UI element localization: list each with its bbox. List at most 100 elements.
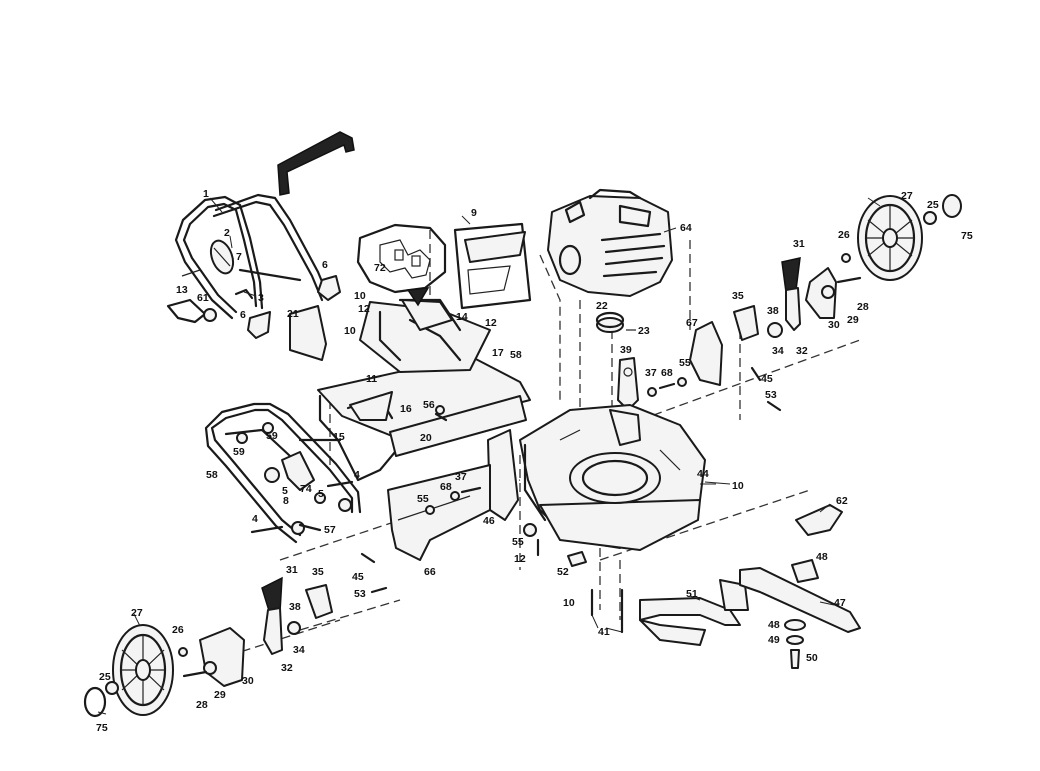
callout-37-right: 37 [645, 367, 657, 379]
callout-38-left: 38 [289, 601, 301, 613]
callout-21: 21 [287, 308, 299, 320]
callout-48-top: 48 [816, 551, 828, 563]
callout-67: 67 [686, 317, 698, 329]
callout-45-left: 45 [352, 571, 364, 583]
rear-hinge-bracket [487, 429, 519, 521]
callout-52: 52 [557, 566, 569, 578]
callout-55-left: 55 [417, 493, 429, 505]
right-rear-wheel [857, 194, 962, 281]
callout-3: 3 [258, 292, 264, 304]
callout-50: 50 [806, 652, 818, 664]
callout-37-left: 37 [455, 471, 467, 483]
callout-10-bottom: 10 [563, 597, 575, 609]
left-front-wheel [83, 624, 174, 718]
callout-34-right: 34 [772, 345, 784, 357]
callout-55-deck: 55 [512, 536, 524, 548]
callout-labels: 1 2 7 3 13 61 6 6 21 72 9 10 12 10 14 12… [96, 188, 973, 734]
callout-53-right: 53 [765, 389, 777, 401]
handle-knobs [247, 275, 341, 339]
callout-28-right: 28 [857, 301, 869, 313]
callout-30-left: 30 [242, 675, 254, 687]
callout-8: 8 [283, 495, 289, 507]
handle-clamp-bolt [166, 269, 254, 324]
callout-75-right: 75 [961, 230, 973, 242]
callout-10-deck: 10 [732, 480, 744, 492]
rear-deflector-box [453, 222, 532, 310]
bag-frame-panel [289, 305, 327, 361]
callout-26-right: 26 [838, 229, 850, 241]
callout-62: 62 [836, 495, 848, 507]
callout-49: 49 [768, 634, 780, 646]
callout-39: 39 [620, 344, 632, 356]
callout-72: 72 [374, 262, 386, 274]
callout-55-right: 55 [679, 357, 691, 369]
callout-75-left: 75 [96, 722, 108, 734]
callout-41: 41 [598, 626, 610, 638]
callout-64: 64 [680, 222, 692, 234]
mulching-baffle [639, 579, 749, 646]
callout-29-right: 29 [847, 314, 859, 326]
callout-4-top: 4 [354, 469, 360, 481]
callout-68-right: 68 [661, 367, 673, 379]
callout-32-left: 32 [281, 662, 293, 674]
callout-58-lower: 58 [206, 469, 218, 481]
callout-46: 46 [483, 515, 495, 527]
callout-45-right: 45 [761, 373, 773, 385]
callout-17: 17 [492, 347, 504, 359]
callout-7: 7 [236, 251, 242, 263]
callout-12-b: 12 [485, 317, 497, 329]
lower-handle-hardware [250, 451, 354, 534]
callout-51: 51 [686, 588, 698, 600]
callout-12-a: 12 [358, 303, 370, 315]
callout-28-left: 28 [196, 699, 208, 711]
callout-68-left: 68 [440, 481, 452, 493]
callout-59-left: 59 [233, 446, 245, 458]
callout-27-left: 27 [131, 607, 143, 619]
right-rear-bracket [689, 321, 723, 386]
callout-6-bottom: 6 [240, 309, 246, 321]
callout-15: 15 [333, 431, 345, 443]
callout-16: 16 [400, 403, 412, 415]
callout-61: 61 [197, 292, 209, 304]
callout-4-left: 4 [252, 513, 258, 525]
callout-1: 1 [203, 188, 209, 200]
callout-13: 13 [176, 284, 188, 296]
upper-handle [174, 193, 330, 320]
callout-14: 14 [456, 311, 468, 323]
callout-26-left: 26 [172, 624, 184, 636]
callout-30-right: 30 [828, 319, 840, 331]
callout-11: 11 [366, 373, 377, 385]
rear-door-bracket [359, 298, 491, 373]
callout-38-right: 38 [767, 305, 779, 317]
callout-20: 20 [420, 432, 432, 444]
engine [547, 188, 673, 297]
callout-47: 47 [834, 597, 846, 609]
deck-hardware [523, 523, 624, 634]
callout-10-a: 10 [354, 290, 366, 302]
callout-6-top: 6 [322, 259, 328, 271]
callout-34-left: 34 [293, 644, 305, 656]
callout-31-left: 31 [286, 564, 298, 576]
drive-pulley [595, 311, 639, 411]
callout-25-left: 25 [99, 671, 111, 683]
lower-handle [204, 402, 362, 544]
callout-66: 66 [424, 566, 436, 578]
callout-58-top: 58 [510, 349, 522, 361]
callout-53-left: 53 [354, 588, 366, 600]
callout-35-left: 35 [312, 566, 324, 578]
callout-27-right: 27 [901, 190, 913, 202]
callout-31-right: 31 [793, 238, 805, 250]
callout-5-b: 5 [318, 488, 324, 500]
bail-bar [277, 131, 355, 196]
callout-2: 2 [224, 227, 230, 239]
callout-59-top: 59 [266, 430, 278, 442]
callout-48-bottom: 48 [768, 619, 780, 631]
callout-74: 74 [300, 483, 312, 495]
callout-9: 9 [471, 207, 477, 219]
callout-32-right: 32 [796, 345, 808, 357]
callout-44: 44 [697, 468, 709, 480]
blade-assembly [739, 504, 861, 669]
mower-deck [519, 404, 706, 551]
rear-assembly-hardware [360, 366, 782, 594]
